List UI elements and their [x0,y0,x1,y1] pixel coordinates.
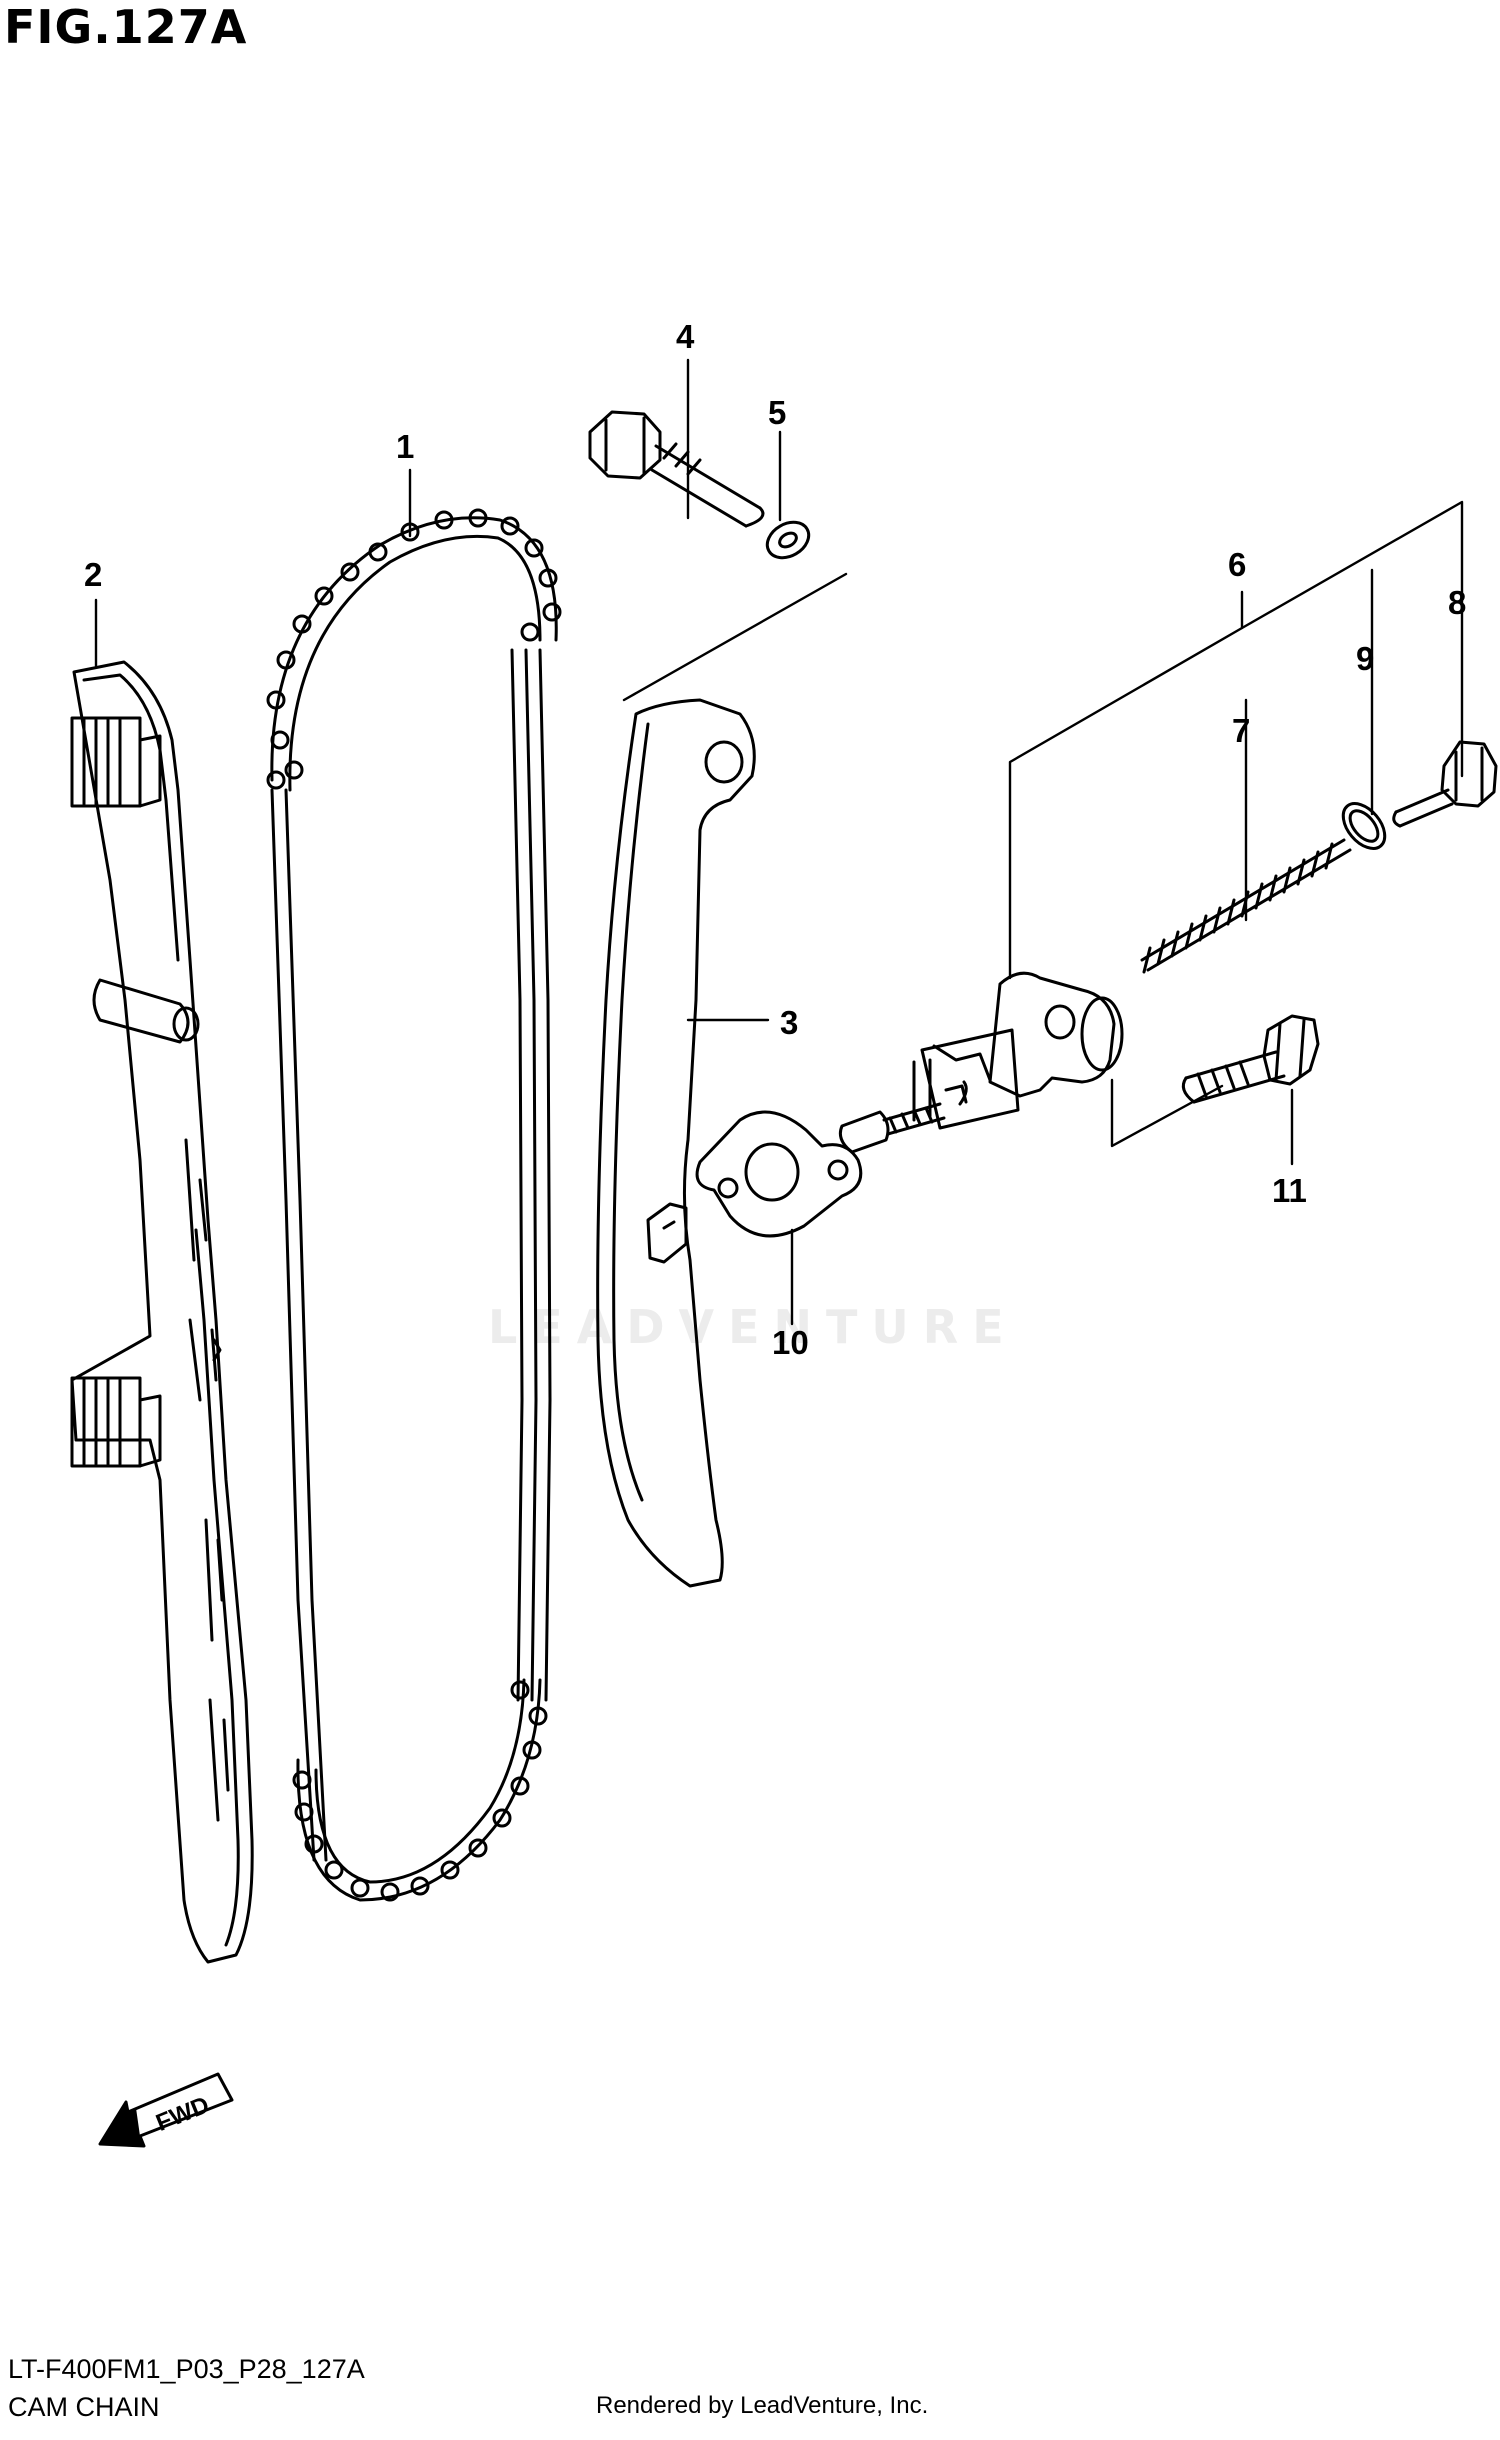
callout-7: 7 [1232,712,1250,749]
callout-2: 2 [84,556,102,593]
rendered-by-credit: Rendered by LeadVenture, Inc. [596,2392,929,2419]
section-name: CAM CHAIN [8,2392,160,2422]
plug-bolt-part-8[interactable] [1392,740,1498,828]
callout-9: 9 [1356,640,1374,677]
figure-title: FIG.127A [4,0,248,54]
cam-chain-part-1[interactable] [266,508,562,1902]
bolt-part-4[interactable] [588,410,765,528]
callout-11: 11 [1272,1172,1307,1209]
leader-lines [94,358,1464,1326]
watermark: LEADVENTURE [488,1300,1018,1354]
washer-part-5[interactable] [761,515,815,565]
tensioner-guide-part-3[interactable] [596,698,756,1588]
callout-1: 1 [396,428,414,465]
callout-3: 3 [780,1004,798,1041]
gasket-part-10[interactable] [695,1110,863,1238]
o-ring-part-9[interactable] [1335,796,1393,856]
bolt-part-11[interactable] [1181,1014,1320,1104]
callout-4: 4 [676,318,695,355]
chain-guide-part-2[interactable] [70,660,254,1964]
callout-6: 6 [1228,546,1246,583]
tensioner-adjuster-part-6[interactable] [838,971,1124,1154]
model-code: LT-F400FM1_P03_P28_127A [8,2354,365,2384]
callout-8: 8 [1448,584,1466,621]
fwd-arrow-icon: FWD [98,2072,234,2148]
callout-5: 5 [768,394,786,431]
callout-10: 10 [772,1324,809,1361]
